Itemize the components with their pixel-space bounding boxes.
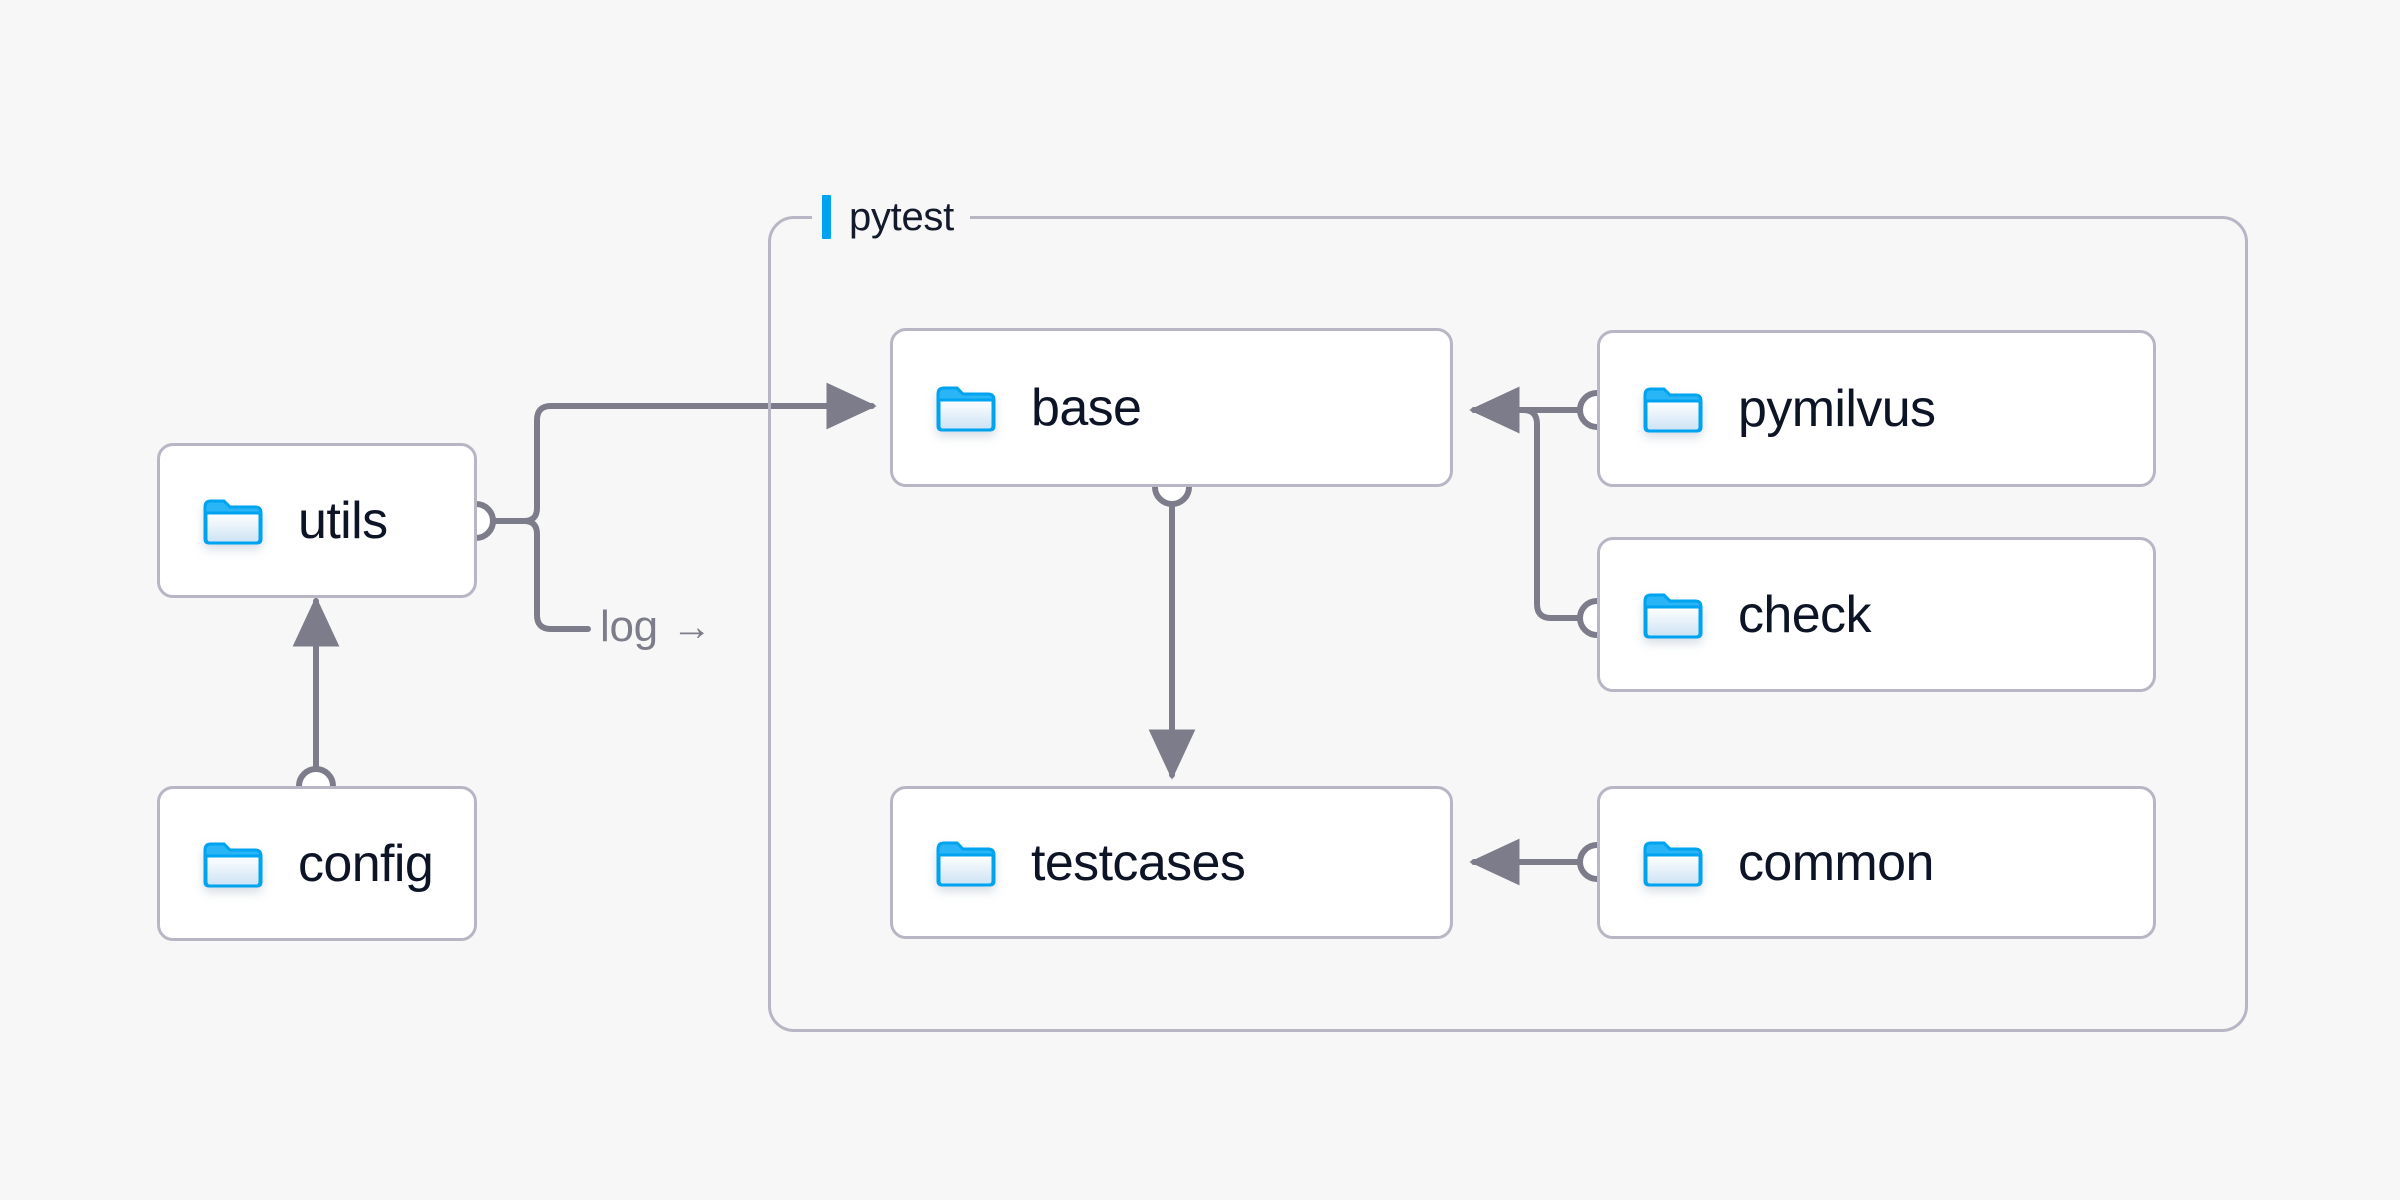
group-label-text: pytest <box>849 195 954 239</box>
node-base[interactable]: base <box>890 328 1453 487</box>
node-utils[interactable]: utils <box>157 443 477 598</box>
node-check[interactable]: check <box>1597 537 2156 692</box>
folder-icon <box>1642 384 1704 434</box>
node-label: utils <box>298 491 388 550</box>
node-testcases[interactable]: testcases <box>890 786 1453 939</box>
arrow-right-icon: → <box>671 605 712 649</box>
edge-utils-to-log <box>475 518 591 632</box>
node-label: config <box>298 834 434 893</box>
edge-label-log-text: log <box>600 602 658 651</box>
folder-icon <box>1642 590 1704 640</box>
pytest-group-container[interactable] <box>768 216 2248 1032</box>
pytest-group-label: pytest <box>812 189 970 245</box>
folder-icon <box>1642 838 1704 888</box>
folder-icon <box>202 839 264 889</box>
node-label: base <box>1031 378 1142 437</box>
node-label: check <box>1738 585 1871 644</box>
node-label: testcases <box>1031 833 1246 892</box>
group-accent-bar <box>822 195 831 239</box>
folder-icon <box>935 383 997 433</box>
folder-icon <box>935 838 997 888</box>
node-label: common <box>1738 833 1934 892</box>
node-pymilvus[interactable]: pymilvus <box>1597 330 2156 487</box>
edge-label-log: log → <box>600 605 712 649</box>
node-label: pymilvus <box>1738 379 1936 438</box>
folder-icon <box>202 496 264 546</box>
node-config[interactable]: config <box>157 786 477 941</box>
node-common[interactable]: common <box>1597 786 2156 939</box>
